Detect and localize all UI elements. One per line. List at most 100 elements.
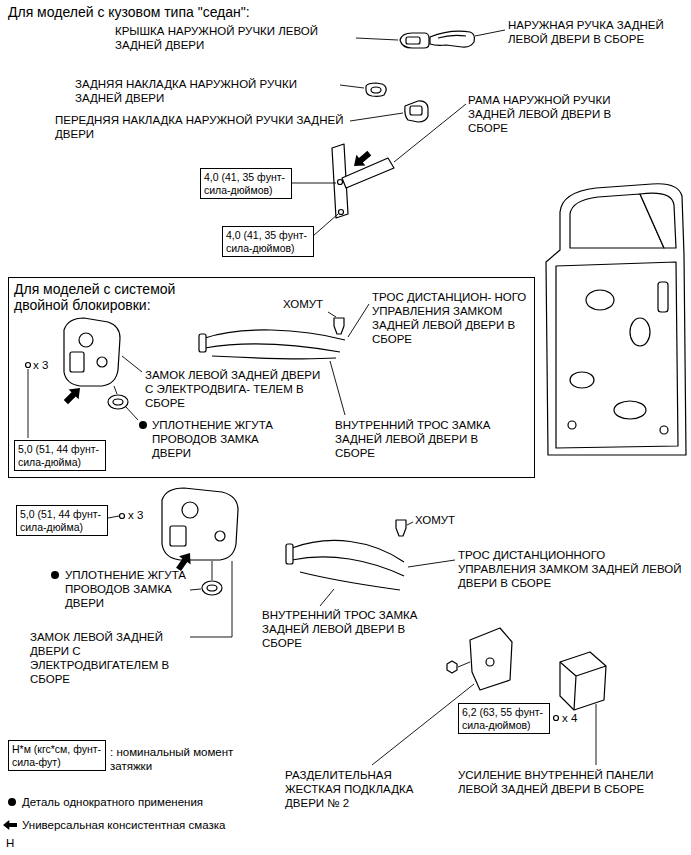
part-name: ЗАДНЯЯ НАКЛАДКА НАРУЖНОЙ РУЧКИ ЗАДНЕЙ ДВ… bbox=[75, 77, 337, 105]
variant-heading: Для моделей с системой двойной блокировк… bbox=[9, 278, 219, 316]
leader-line bbox=[190, 589, 201, 590]
door-window-rear bbox=[640, 193, 676, 248]
cable-end bbox=[286, 544, 293, 564]
leader-line bbox=[340, 85, 364, 88]
leader-line bbox=[190, 561, 232, 637]
cable-clamp bbox=[396, 520, 406, 536]
legend-entry: Деталь однократного применения bbox=[22, 795, 282, 809]
torque-value: Н*м (кгс*см, фунт-сила-фут) bbox=[12, 743, 102, 768]
part-name: ТРОС ДИСТАНЦИОННОГО УПРАВЛЕНИЯ ЗАМКОМ ЗА… bbox=[458, 548, 683, 590]
outside-handle bbox=[430, 31, 475, 47]
leader-line bbox=[350, 113, 403, 121]
door-inner-panel bbox=[556, 262, 678, 448]
frame-bolt bbox=[339, 210, 344, 215]
part-name: УСИЛЕНИЕ ВНУТРЕННЕЙ ПАНЕЛИ ЛЕВОЙ ЗАДНЕЙ … bbox=[458, 768, 683, 796]
leader-line bbox=[291, 183, 336, 184]
cable-end bbox=[199, 334, 206, 352]
leader-line bbox=[212, 561, 213, 580]
part-name: ХОМУТ bbox=[415, 513, 465, 527]
door-hole bbox=[586, 290, 614, 310]
grease-arrow bbox=[350, 148, 374, 172]
panel-reinforcement bbox=[560, 652, 606, 710]
door-hole bbox=[660, 426, 668, 434]
lock-cable bbox=[212, 356, 336, 359]
door-hole bbox=[570, 372, 594, 388]
harness-seal bbox=[202, 581, 222, 595]
quantity-mark: x 4 bbox=[562, 711, 592, 725]
door-hole bbox=[568, 421, 576, 429]
part-name: КРЫШКА НАРУЖНОЙ РУЧКИ ЛЕВОЙ ЗАДНЕЙ ДВЕРИ bbox=[115, 24, 355, 52]
quantity-mark: x 3 bbox=[33, 358, 63, 372]
part-name: ЗАМОК ЛЕВОЙ ЗАДНЕЙ ДВЕРИ С ЭЛЕКТРОДВИГА-… bbox=[145, 368, 325, 410]
legend-one-time-use-dot bbox=[8, 798, 16, 806]
handle-frame-body bbox=[342, 158, 394, 188]
legend-text: Универсальная консистентная смазка bbox=[22, 819, 225, 831]
torque-box: 6,2 (63, 55 фунт-сила-дюймов) bbox=[458, 703, 550, 734]
one-time-use-dot bbox=[51, 571, 59, 579]
legend-text: : номинальный момент затяжки bbox=[110, 746, 233, 772]
torque-box: 5,0 (51, 44 фунт-сила-дюйма) bbox=[14, 440, 106, 471]
door-hole bbox=[614, 401, 646, 419]
cable-clamp bbox=[334, 318, 344, 334]
part-name: УПЛОТНЕНИЕ ЖГУТА ПРОВОДОВ ЗАМКА ДВЕРИ bbox=[65, 568, 200, 610]
handle-cover bbox=[400, 33, 429, 48]
quantity-mark: x 3 bbox=[128, 508, 158, 522]
door-lock-detail bbox=[70, 352, 84, 372]
door-lock-detail bbox=[79, 333, 93, 347]
bolt bbox=[447, 661, 457, 673]
leader-line bbox=[28, 369, 29, 438]
legend-grease-arrow bbox=[3, 820, 17, 830]
harness-seal bbox=[108, 395, 128, 409]
leader-line bbox=[475, 30, 505, 36]
grease-arrow bbox=[61, 383, 85, 407]
door-pad bbox=[470, 628, 512, 690]
torque-box: 4,0 (41, 35 фунт-сила-дюймов) bbox=[200, 168, 292, 199]
leader-line bbox=[126, 407, 138, 420]
front-pad-hole bbox=[410, 106, 422, 115]
rear-pad bbox=[366, 83, 386, 96]
leader-line bbox=[408, 560, 455, 567]
legend-entry: Универсальная консистентная смазка bbox=[22, 818, 282, 832]
handle-cover-detail bbox=[406, 37, 420, 44]
door-lock-detail bbox=[97, 357, 107, 367]
leader-line bbox=[394, 104, 466, 162]
part-name: РАЗДЕЛИТЕЛЬНАЯ ЖЕСТКАЯ ПОДКЛАДКА ДВЕРИ №… bbox=[285, 768, 450, 810]
leader-line bbox=[320, 589, 334, 606]
legend-text: Деталь однократного применения bbox=[22, 796, 203, 808]
rear-pad-hole bbox=[371, 87, 381, 93]
part-name: ТРОС ДИСТАНЦИОН- НОГО УПРАВЛЕНИЯ ЗАМКОМ … bbox=[372, 290, 527, 346]
bolt bbox=[554, 716, 559, 721]
frame-bolt bbox=[338, 180, 343, 185]
panel-reinforcement-edge bbox=[560, 662, 606, 710]
diagram-title: Для моделей с кузовом типа "седан": bbox=[8, 4, 250, 20]
part-name: ВНУТРЕННИЙ ТРОС ЗАМКА ЗАДНЕЙ ЛЕВОЙ ДВЕРИ… bbox=[335, 418, 515, 460]
front-pad bbox=[405, 101, 428, 122]
door-lock-detail bbox=[182, 502, 198, 518]
leader-line bbox=[328, 312, 336, 317]
torque-value: 6,2 (63, 55 фунт-сила-дюймов) bbox=[462, 706, 546, 731]
leader-line bbox=[108, 516, 119, 518]
legend-entry: : номинальный момент затяжки bbox=[110, 745, 240, 773]
leader-line bbox=[122, 356, 142, 372]
torque-value: 5,0 (51, 44 фунт-сила-дюйма) bbox=[20, 508, 104, 533]
door-lock-detail bbox=[215, 531, 225, 541]
torque-value: 5,0 (51, 44 фунт-сила-дюйма) bbox=[18, 443, 102, 468]
leader-line bbox=[458, 662, 470, 667]
leader-line bbox=[407, 522, 413, 525]
bolt bbox=[26, 363, 31, 368]
part-name: ВНУТРЕННИЙ ТРОС ЗАМКА ЗАДНЕЙ ЛЕВОЙ ДВЕРИ… bbox=[262, 608, 442, 650]
door-hole bbox=[658, 282, 668, 312]
part-name: ПЕРЕДНЯЯ НАКЛАДКА НАРУЖНОЙ РУЧКИ ЗАДНЕЙ … bbox=[55, 113, 345, 141]
part-name: ХОМУТ bbox=[283, 297, 333, 311]
quantity-mark: H bbox=[6, 836, 26, 850]
leader-line bbox=[114, 386, 117, 394]
torque-box: 4,0 (41, 35 фунт-сила-дюймов) bbox=[222, 226, 314, 257]
bolt bbox=[120, 514, 125, 519]
lock-cable bbox=[292, 557, 404, 576]
door-lock-detail bbox=[170, 526, 186, 546]
part-name: ЗАМОК ЛЕВОЙ ЗАДНЕЙ ДВЕРИ С ЭЛЕКТРОДВИГАТ… bbox=[30, 630, 200, 686]
door-lock bbox=[64, 318, 120, 386]
door-pad-hole bbox=[486, 658, 494, 666]
harness-seal-hole bbox=[207, 585, 217, 591]
